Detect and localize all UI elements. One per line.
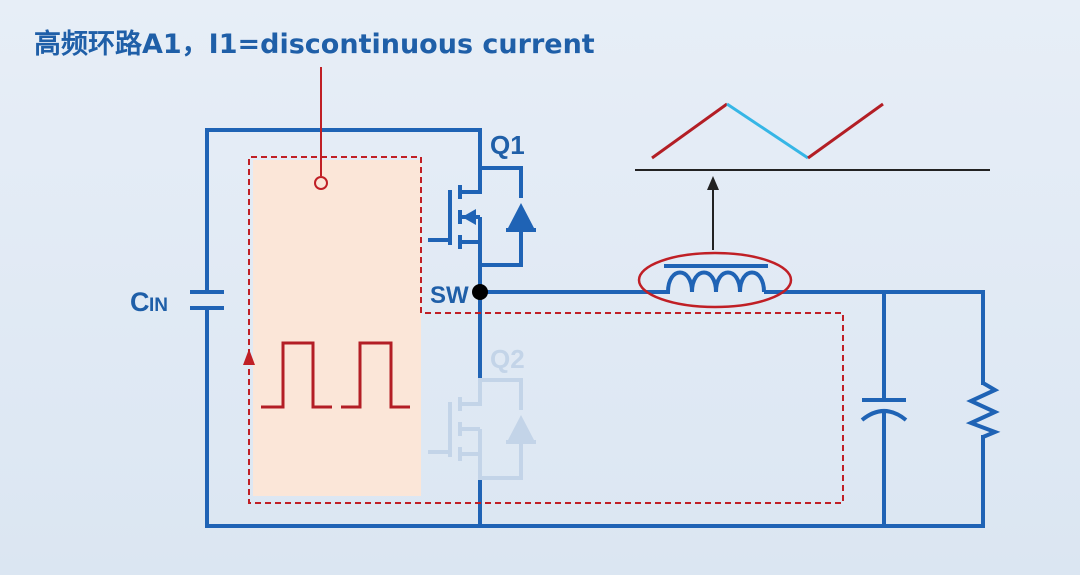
q1-gate-arrow xyxy=(462,209,476,225)
q2-body-diode-icon xyxy=(508,415,534,440)
loop-direction-arrow xyxy=(243,349,255,365)
load-resistor-icon xyxy=(965,381,1001,439)
circuit-wires xyxy=(205,128,985,528)
q1-label: Q1 xyxy=(490,130,525,160)
cin-capacitor-icon xyxy=(190,290,224,310)
callout-circle xyxy=(314,176,328,190)
q2-label: Q2 xyxy=(490,344,525,374)
ramp-up-segment-2 xyxy=(807,102,884,160)
q1-mosfet-icon xyxy=(428,166,536,267)
inductor-icon xyxy=(664,264,768,293)
ramp-up-segment xyxy=(651,102,728,160)
q1-body-diode-icon xyxy=(508,203,534,228)
sw-junction-dot xyxy=(472,284,488,300)
inductor-highlight-ring xyxy=(637,251,793,309)
discontinuous-pulse-waveform xyxy=(261,341,332,409)
q2-mosfet-icon xyxy=(428,378,536,480)
sw-label: SW xyxy=(430,282,469,309)
cin-label: C xyxy=(130,287,150,317)
ramp-down-segment xyxy=(726,102,809,160)
cin-subscript: IN xyxy=(149,295,168,316)
cout-capacitor-icon xyxy=(860,398,908,422)
annotation-arrow-head xyxy=(707,176,719,190)
current-loop-path xyxy=(248,156,844,504)
loop-highlight-area xyxy=(253,160,421,496)
discontinuous-pulse-waveform-2 xyxy=(341,341,410,409)
diagram-title: 高频环路A1，I1=discontinuous current xyxy=(34,29,595,60)
